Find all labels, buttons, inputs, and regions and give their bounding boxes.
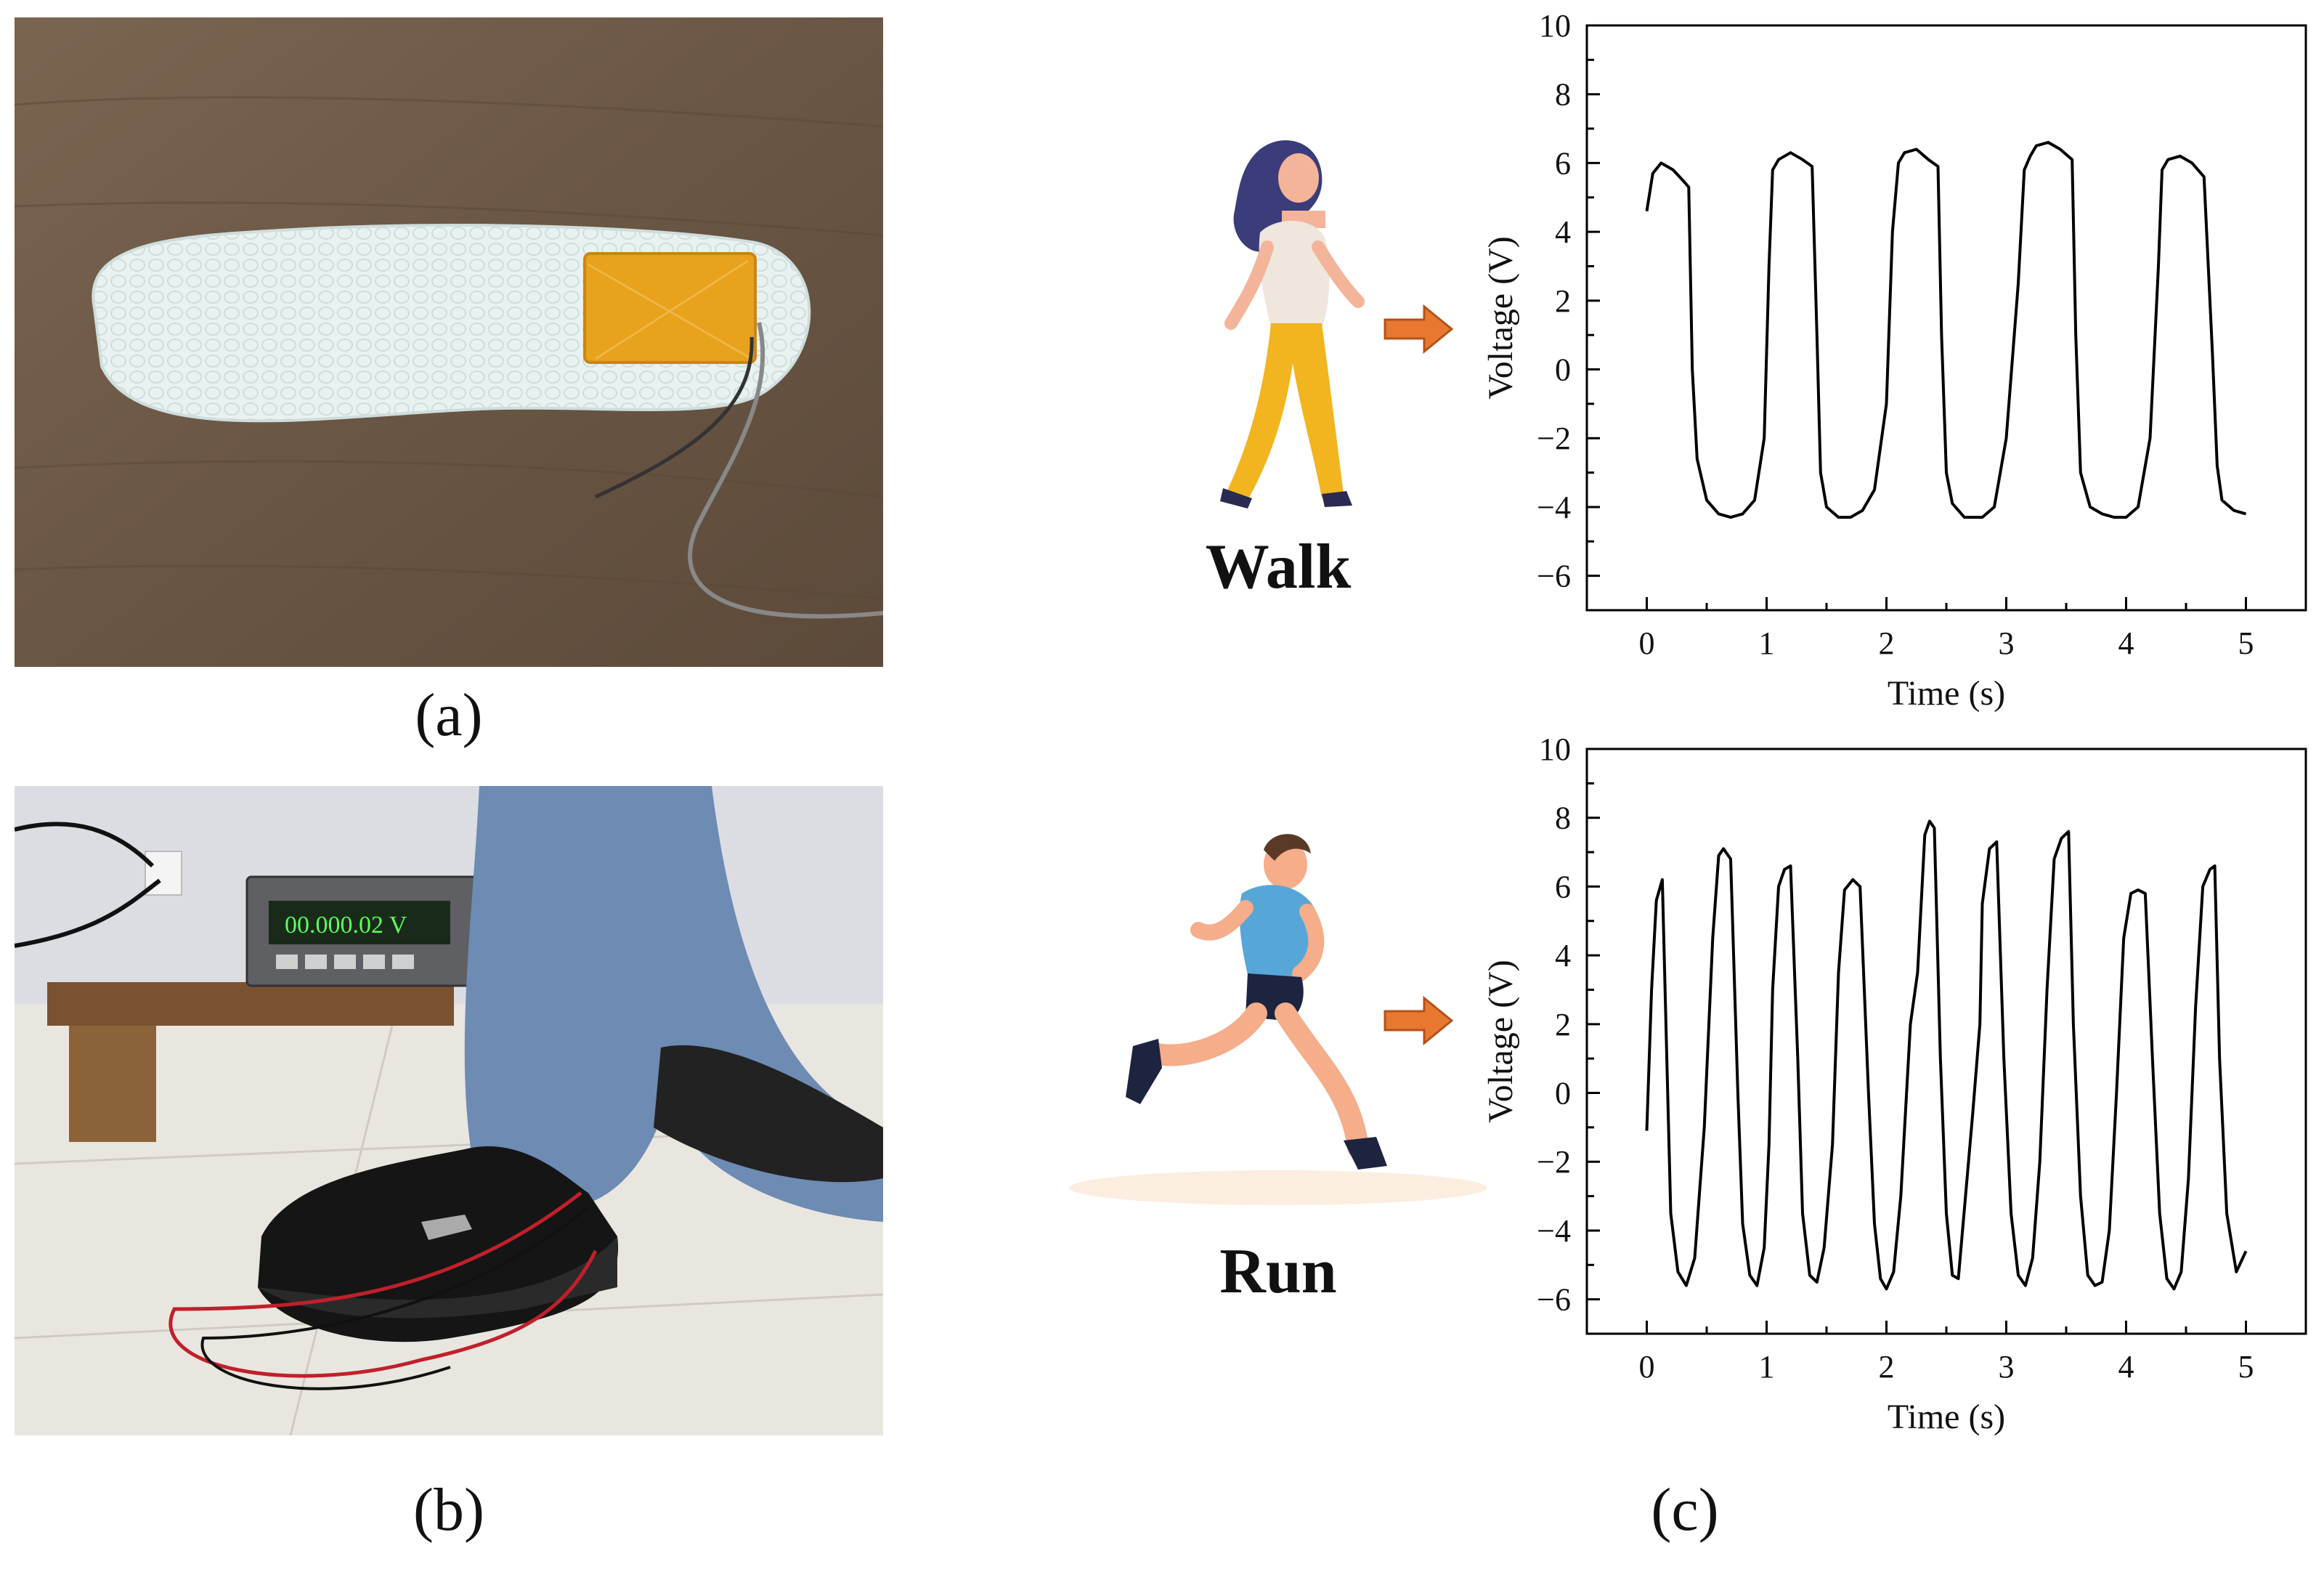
x-tick-label-4: 4 — [2118, 1349, 2134, 1385]
label-b: (b) — [413, 1476, 484, 1544]
shoe-photo-illustration: 00.000.02 V — [15, 786, 883, 1435]
y-tick-label-1: −4 — [1537, 1213, 1571, 1249]
walk-arrow-shape — [1384, 304, 1454, 354]
x-tick-label-2: 2 — [1879, 625, 1895, 661]
y-tick-label-0: −6 — [1537, 559, 1571, 594]
walk-label: Walk — [1205, 532, 1352, 602]
voltage-trace-line — [1645, 141, 2247, 519]
x-tick-label-5: 5 — [2238, 625, 2254, 661]
x-axis-label: Time (s) — [1888, 1398, 2005, 1435]
y-tick-label-5: 4 — [1555, 214, 1571, 250]
run-arrow-shape — [1384, 995, 1454, 1046]
label-c: (c) — [1651, 1476, 1719, 1544]
x-tick-label-5: 5 — [2238, 1349, 2254, 1385]
x-axis-label: Time (s) — [1888, 674, 2005, 712]
y-axis-label: Voltage (V) — [1482, 960, 1520, 1122]
voltage-trace-line — [1645, 819, 2248, 1291]
y-tick-label-8: 10 — [1539, 15, 1571, 44]
y-tick-label-6: 6 — [1555, 869, 1571, 904]
y-tick-label-7: 8 — [1555, 77, 1571, 113]
label-a: (a) — [415, 681, 483, 749]
x-tick-label-3: 3 — [1999, 1349, 2015, 1385]
insole-photo-illustration — [15, 17, 883, 667]
x-tick-label-3: 3 — [1999, 625, 2015, 661]
walking-woman-illustration — [1191, 131, 1380, 516]
run-label: Run — [1219, 1236, 1337, 1307]
y-tick-label-0: −6 — [1537, 1282, 1571, 1318]
walker-icon — [1220, 140, 1365, 509]
plot-frame — [1585, 24, 2307, 612]
y-tick-label-5: 4 — [1555, 938, 1571, 973]
y-tick-label-1: −4 — [1537, 490, 1571, 525]
x-tick-label-1: 1 — [1759, 1349, 1775, 1385]
multimeter-reading: 00.000.02 V — [285, 912, 407, 939]
y-tick-label-4: 2 — [1555, 283, 1571, 319]
x-tick-label-1: 1 — [1759, 625, 1775, 661]
y-tick-label-7: 8 — [1555, 801, 1571, 836]
x-tick-label-2: 2 — [1879, 1349, 1895, 1385]
running-man-illustration — [1068, 828, 1489, 1206]
y-tick-label-6: 6 — [1555, 145, 1571, 181]
walk-arrow-icon — [1384, 304, 1454, 358]
x-tick-label-0: 0 — [1639, 625, 1655, 661]
y-tick-label-3: 0 — [1555, 352, 1571, 388]
y-tick-label-2: −2 — [1537, 421, 1571, 456]
y-tick-label-3: 0 — [1555, 1076, 1571, 1111]
photo-shoe-multimeter: 00.000.02 V — [15, 786, 883, 1435]
runner-icon — [1069, 834, 1487, 1205]
run-arrow-icon — [1384, 995, 1454, 1050]
photo-insole — [15, 17, 883, 667]
y-tick-label-2: −2 — [1537, 1144, 1571, 1180]
x-tick-label-4: 4 — [2118, 625, 2134, 661]
y-tick-label-4: 2 — [1555, 1007, 1571, 1042]
y-axis-label: Voltage (V) — [1482, 236, 1520, 399]
y-tick-label-8: 10 — [1539, 738, 1571, 767]
x-tick-label-0: 0 — [1639, 1349, 1655, 1385]
